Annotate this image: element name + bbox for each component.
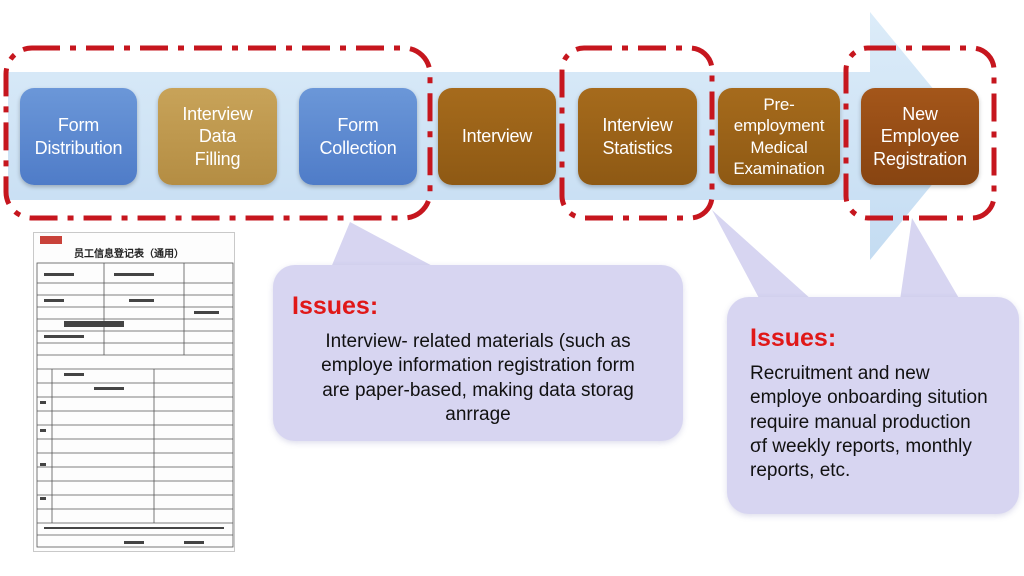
issue-text-2: Recruitment and new employe onboarding s… [750,363,988,482]
dashed-group-statistics [559,45,715,221]
dashed-group-paper-forms [3,45,433,221]
step-interview: Interview [438,88,556,185]
form-title: 员工信息登记表（通用） [74,249,184,260]
step-form-distribution: Form Distribution [20,88,137,185]
step-new-employee-registration: New Employee Registration [861,88,979,185]
form-logo [40,236,62,244]
step-pre-employment-medical: Pre-employment Medical Examination [718,88,840,185]
issue-callout-paper [273,265,683,441]
paper-form-image: 员工信息登记表（通用） [33,232,235,552]
form-grid [36,262,234,548]
issue-title-2: Issues: [750,324,837,352]
step-interview-data-filling: Interview Data Filling [158,88,277,185]
callout-pointer-2a [712,210,812,300]
issue-callout-manual-reports [727,297,1019,514]
callout-pointer-2b [900,218,960,300]
step-interview-statistics: Interview Statistics [578,88,697,185]
step-form-collection: Form Collection [299,88,417,185]
issue-text-1: Interview- related materials (such as em… [321,331,635,425]
callout-pointer-1 [330,222,440,270]
issue-title-1: Issues: [292,292,379,320]
dashed-group-registration [843,45,997,221]
